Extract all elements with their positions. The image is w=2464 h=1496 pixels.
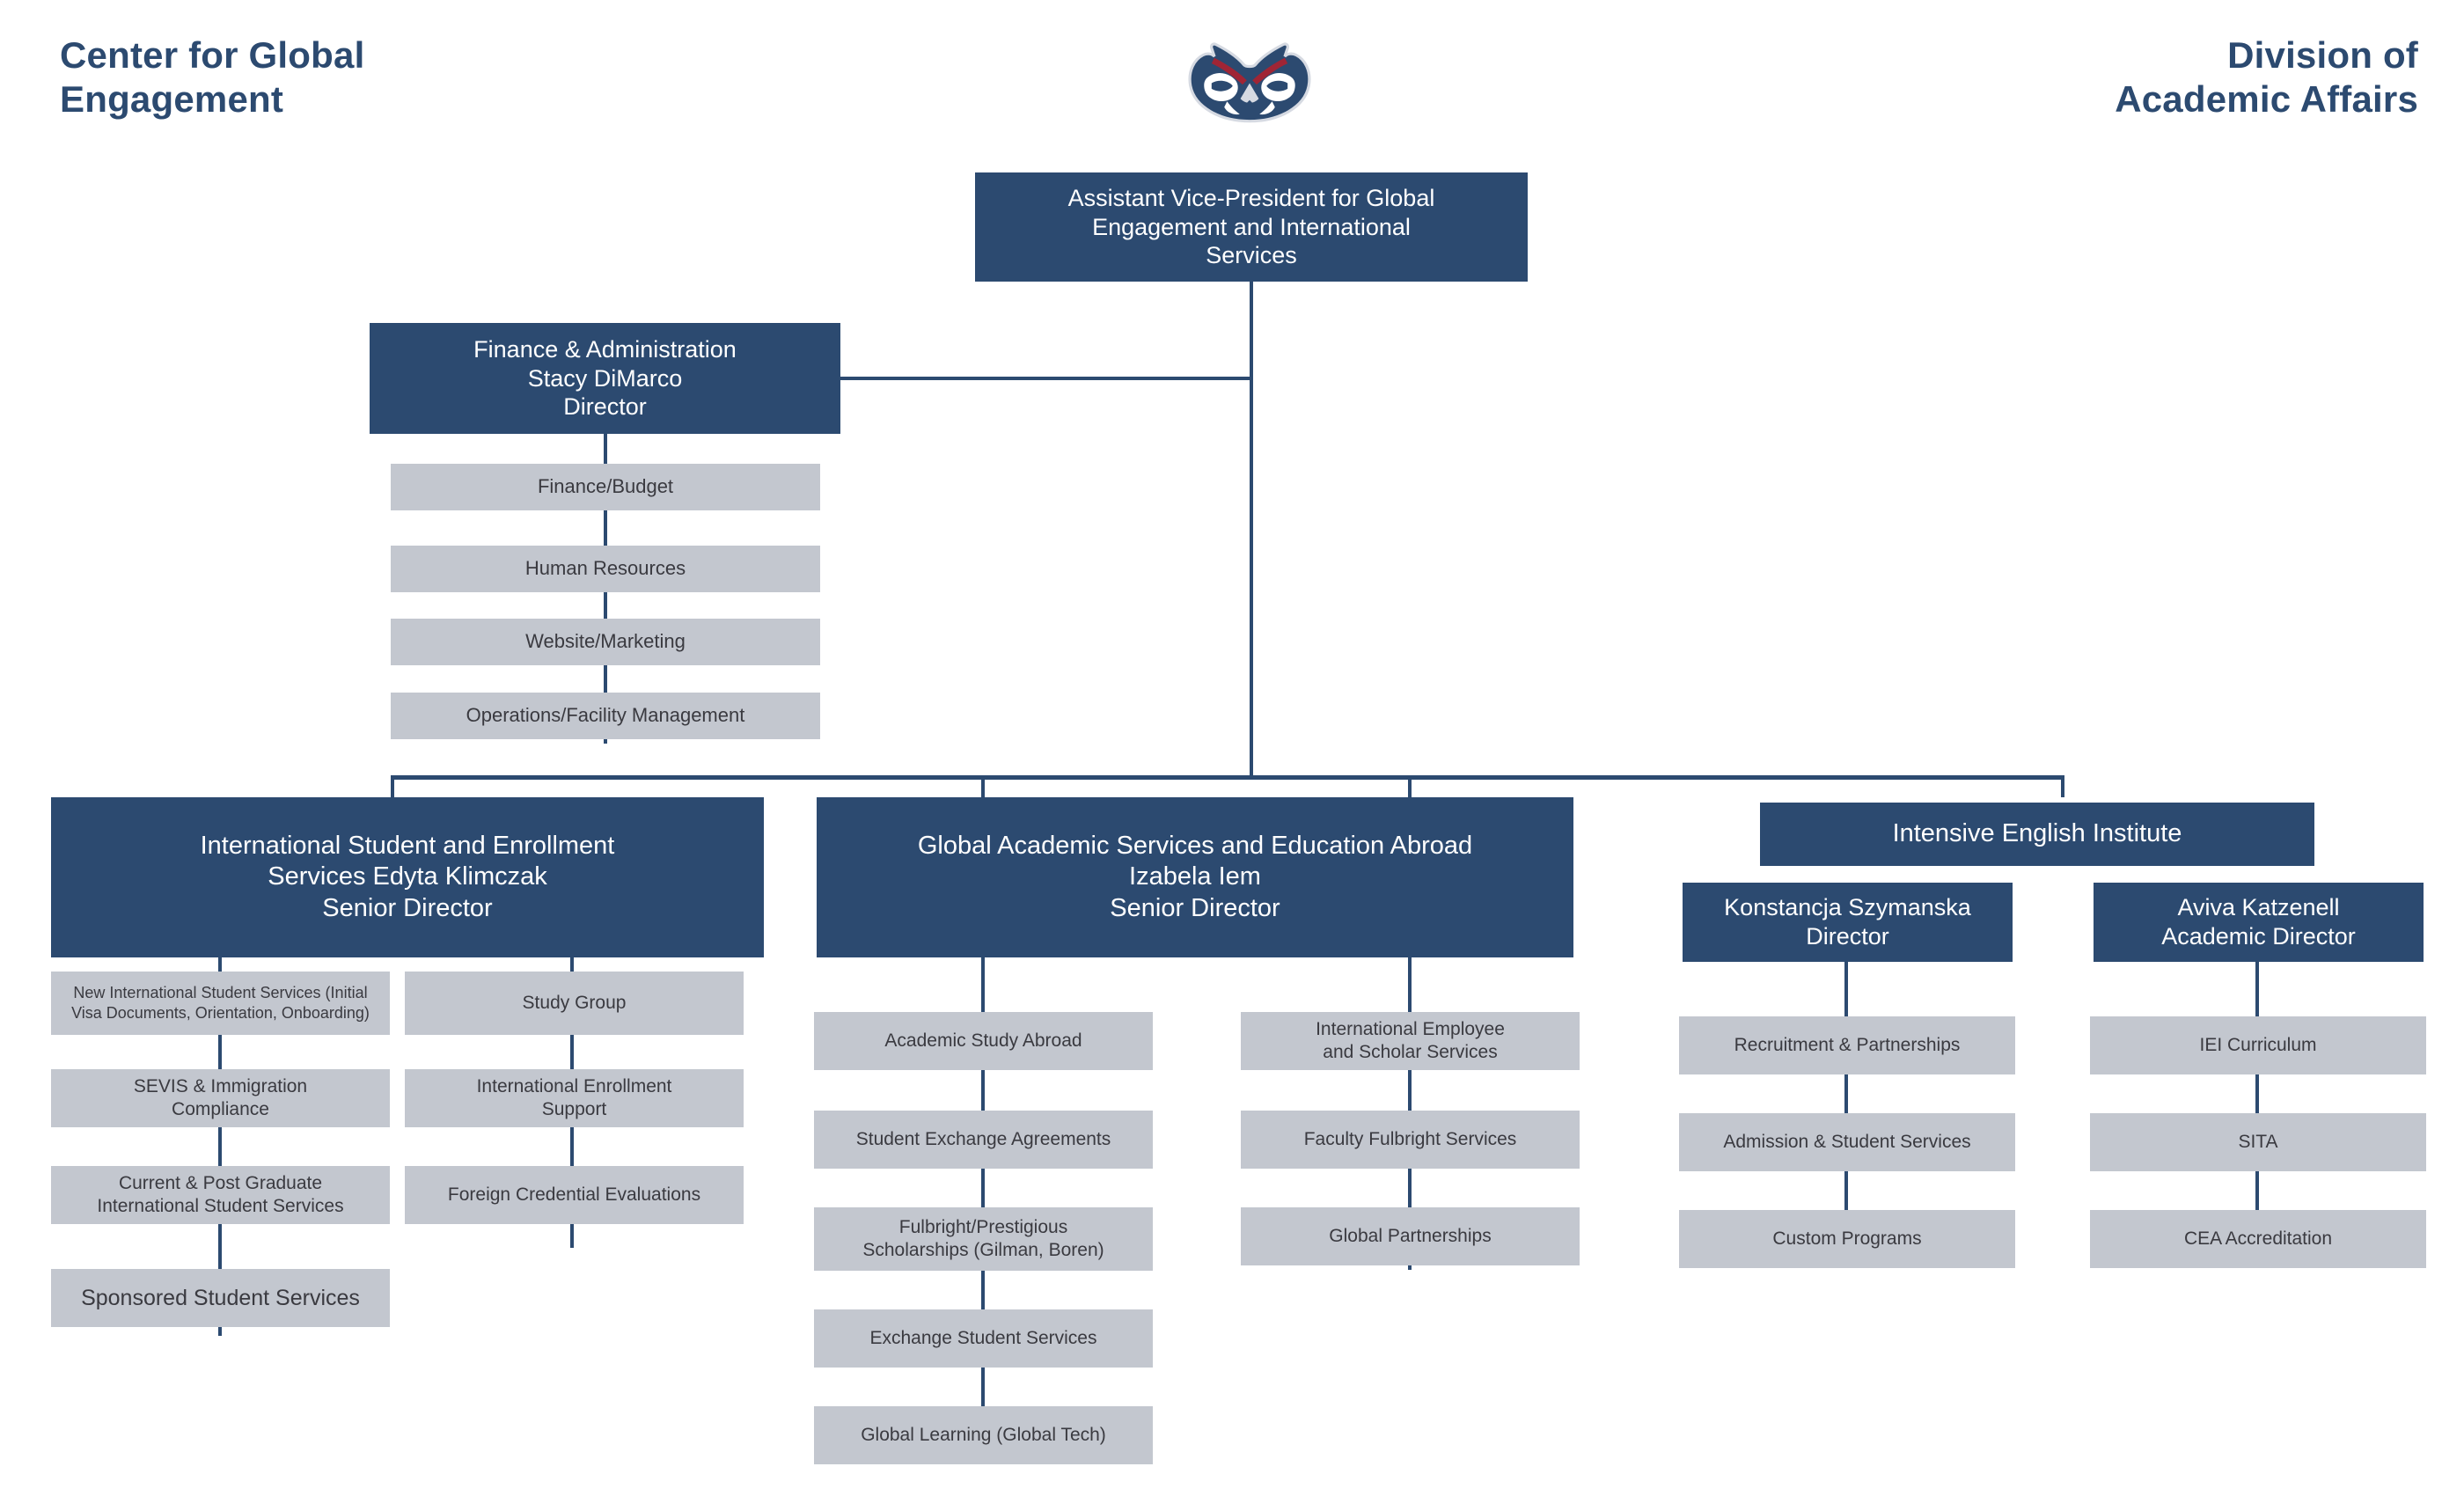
node-label: Exchange Student Services <box>869 1328 1097 1349</box>
node-sita[interactable]: SITA <box>2090 1113 2426 1171</box>
node-intensive-english-institute[interactable]: Intensive English Institute <box>1760 803 2314 866</box>
node-label: Academic Study Abroad <box>884 1030 1082 1052</box>
node-label: Student Exchange Agreements <box>855 1129 1111 1150</box>
node-label: Human Resources <box>524 557 686 580</box>
node-student-exchange-agreements[interactable]: Student Exchange Agreements <box>814 1111 1153 1169</box>
node-global-learning-global-tech[interactable]: Global Learning (Global Tech) <box>814 1406 1153 1464</box>
node-website-marketing[interactable]: Website/Marketing <box>391 619 820 665</box>
node-label: Admission & Student Services <box>1723 1132 1971 1153</box>
node-iei-curriculum[interactable]: IEI Curriculum <box>2090 1016 2426 1074</box>
node-label: Assistant Vice-President for Global Enga… <box>1067 184 1435 269</box>
node-label: Global Academic Services and Education A… <box>917 831 1473 922</box>
fau-owl-logo <box>1179 33 1320 126</box>
node-label: Global Learning (Global Tech) <box>861 1425 1106 1446</box>
node-label: CEA Accreditation <box>2183 1228 2333 1250</box>
node-global-academic-services-education-abroad[interactable]: Global Academic Services and Education A… <box>817 797 1573 957</box>
node-faculty-fulbright-services[interactable]: Faculty Fulbright Services <box>1241 1111 1580 1169</box>
node-custom-programs[interactable]: Custom Programs <box>1679 1210 2015 1268</box>
node-label: Fulbright/Prestigious Scholarships (Gilm… <box>862 1217 1104 1260</box>
connector-division-bus <box>391 775 2064 780</box>
node-international-student-enrollment-services[interactable]: International Student and Enrollment Ser… <box>51 797 764 957</box>
node-label: Study Group <box>522 993 627 1014</box>
node-international-employee-scholar-services[interactable]: International Employee and Scholar Servi… <box>1241 1012 1580 1070</box>
connector-bus-drop-iei <box>2061 775 2064 797</box>
node-exchange-student-services[interactable]: Exchange Student Services <box>814 1309 1153 1368</box>
node-label: Custom Programs <box>1772 1228 1922 1250</box>
connector-finance-to-root <box>840 377 1251 380</box>
node-assistant-vice-president[interactable]: Assistant Vice-President for Global Enga… <box>975 172 1528 282</box>
node-label: SEVIS & Immigration Compliance <box>133 1076 308 1119</box>
node-label: Aviva Katzenell Academic Director <box>2161 894 2356 950</box>
node-label: IEI Curriculum <box>2199 1035 2317 1056</box>
node-new-international-student-services[interactable]: New International Student Services (Init… <box>51 972 390 1035</box>
node-current-post-graduate-international-student-services[interactable]: Current & Post Graduate International St… <box>51 1166 390 1224</box>
node-label: International Enrollment Support <box>476 1076 672 1119</box>
node-cea-accreditation[interactable]: CEA Accreditation <box>2090 1210 2426 1268</box>
node-label: Intensive English Institute <box>1892 819 2182 848</box>
node-label: SITA <box>2238 1132 2278 1153</box>
node-label: New International Student Services (Init… <box>71 983 370 1022</box>
connector-isess-col1 <box>218 957 222 1336</box>
node-label: Website/Marketing <box>525 630 686 653</box>
node-label: Foreign Credential Evaluations <box>447 1184 701 1206</box>
node-label: Current & Post Graduate International St… <box>97 1173 344 1216</box>
node-label: Sponsored Student Services <box>81 1285 360 1310</box>
node-label: Finance & Administration Stacy DiMarco D… <box>473 335 737 421</box>
node-label: International Student and Enrollment Ser… <box>200 831 615 922</box>
node-konstancja-szymanska-director[interactable]: Konstancja Szymanska Director <box>1683 883 2013 962</box>
node-label: Recruitment & Partnerships <box>1734 1035 1961 1056</box>
node-label: Faculty Fulbright Services <box>1303 1129 1517 1150</box>
connector-iei-lead2-stack <box>2255 962 2259 1252</box>
connector-root-trunk <box>1250 282 1253 779</box>
node-label: Konstancja Szymanska Director <box>1724 894 1971 950</box>
node-finance-administration[interactable]: Finance & Administration Stacy DiMarco D… <box>370 323 840 434</box>
connector-bus-drop-gasea-right <box>1408 775 1412 797</box>
node-international-enrollment-support[interactable]: International Enrollment Support <box>405 1069 744 1127</box>
node-study-group[interactable]: Study Group <box>405 972 744 1035</box>
node-sevis-immigration-compliance[interactable]: SEVIS & Immigration Compliance <box>51 1069 390 1127</box>
connector-iei-lead1-stack <box>1844 962 1848 1252</box>
page-title-left: Center for Global Engagement <box>60 34 365 120</box>
node-fulbright-prestigious-scholarships[interactable]: Fulbright/Prestigious Scholarships (Gilm… <box>814 1207 1153 1271</box>
node-admission-student-services[interactable]: Admission & Student Services <box>1679 1113 2015 1171</box>
node-sponsored-student-services[interactable]: Sponsored Student Services <box>51 1269 390 1327</box>
node-label: Global Partnerships <box>1329 1226 1492 1247</box>
node-label: Finance/Budget <box>537 475 674 498</box>
node-academic-study-abroad[interactable]: Academic Study Abroad <box>814 1012 1153 1070</box>
page-title-right: Division of Academic Affairs <box>2115 34 2418 120</box>
node-human-resources[interactable]: Human Resources <box>391 546 820 592</box>
node-recruitment-partnerships[interactable]: Recruitment & Partnerships <box>1679 1016 2015 1074</box>
node-finance-budget[interactable]: Finance/Budget <box>391 464 820 510</box>
node-aviva-katzenell-academic-director[interactable]: Aviva Katzenell Academic Director <box>2094 883 2424 962</box>
node-operations-facility-management[interactable]: Operations/Facility Management <box>391 693 820 739</box>
node-label: International Employee and Scholar Servi… <box>1316 1019 1505 1062</box>
node-global-partnerships[interactable]: Global Partnerships <box>1241 1207 1580 1265</box>
connector-bus-drop-isess <box>391 775 394 797</box>
node-foreign-credential-evaluations[interactable]: Foreign Credential Evaluations <box>405 1166 744 1224</box>
node-label: Operations/Facility Management <box>466 704 745 727</box>
connector-bus-drop-gasea-left <box>981 775 985 797</box>
